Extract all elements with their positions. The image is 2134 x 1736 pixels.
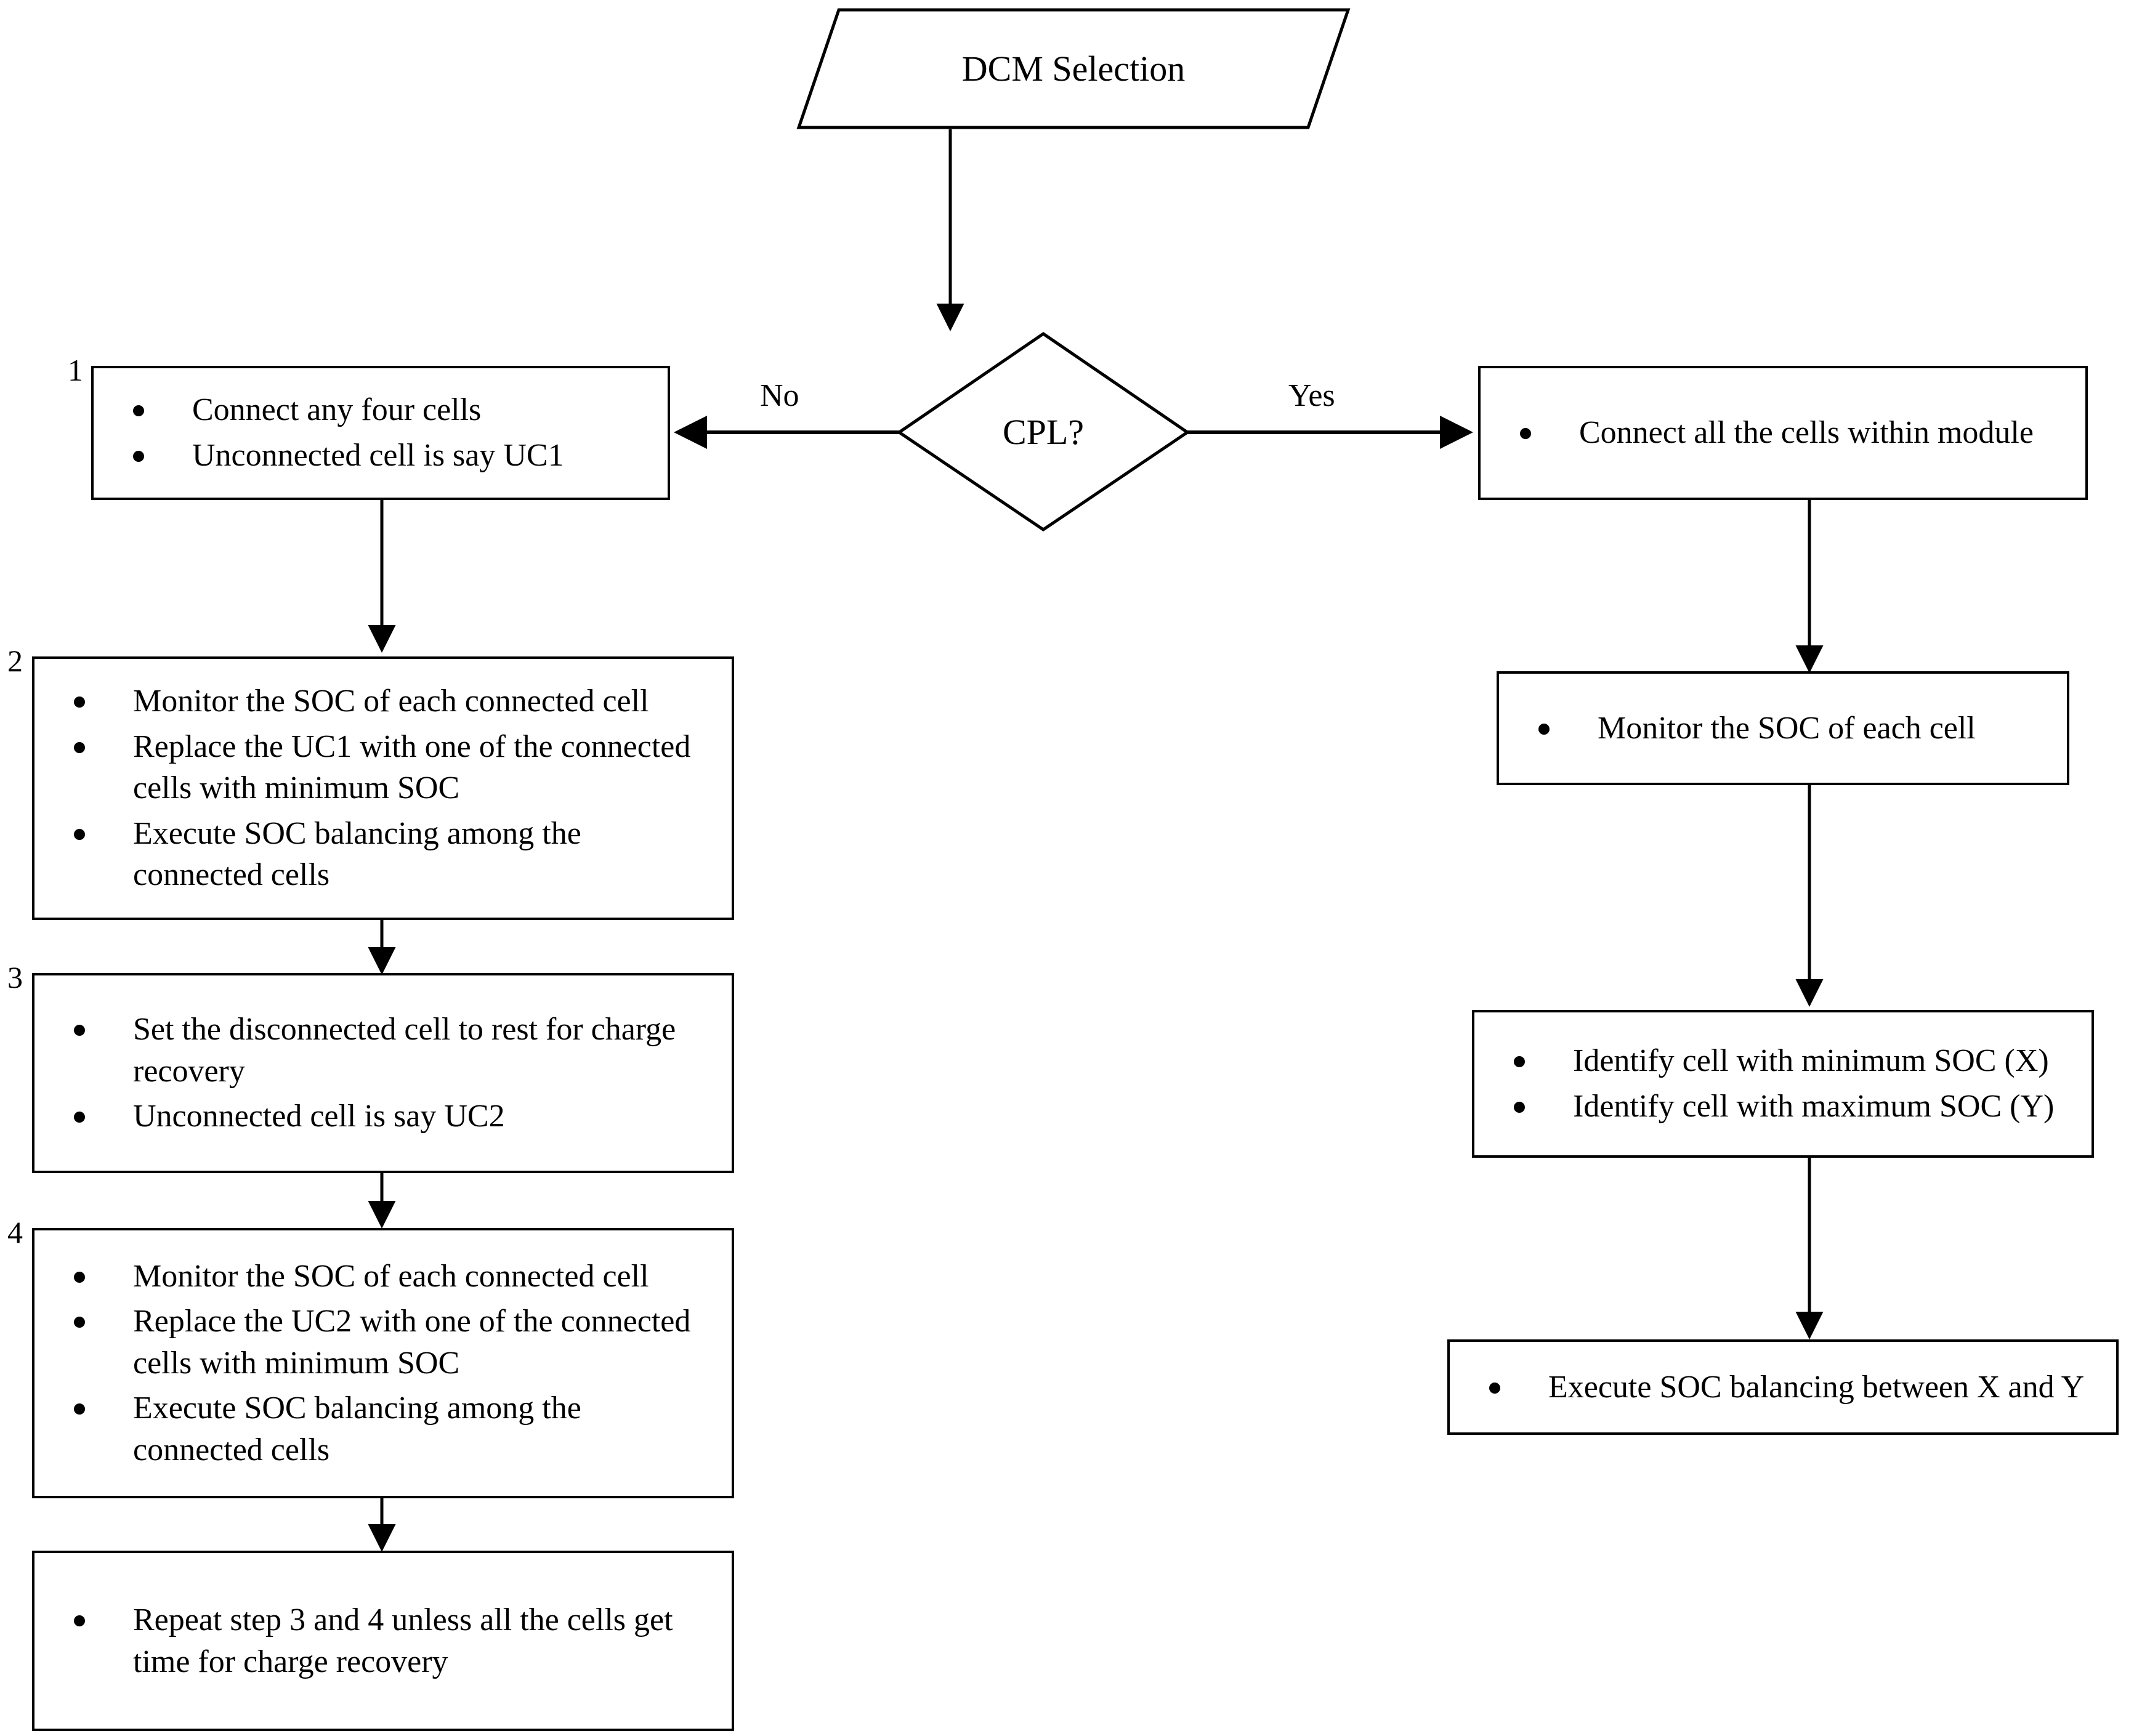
bullet-list: Repeat step 3 and 4 unless all the cells…: [34, 1599, 732, 1682]
list-item: Identify cell with minimum SOC (X): [1509, 1040, 2075, 1082]
bullet-list: Monitor the SOC of each cell: [1499, 708, 2067, 749]
step-tag-4: 4: [7, 1215, 23, 1250]
bullet-list: Set the disconnected cell to rest for ch…: [34, 1009, 732, 1137]
process-node-right-2[interactable]: Monitor the SOC of each cell: [1497, 671, 2069, 785]
list-item: Replace the UC2 with one of the connecte…: [69, 1301, 716, 1384]
list-item: Monitor the SOC of each cell: [1534, 708, 2051, 749]
step-tag-1: 1: [68, 353, 83, 387]
list-item: Set the disconnected cell to rest for ch…: [69, 1009, 716, 1092]
process-node-left-4[interactable]: Monitor the SOC of each connected cell R…: [32, 1228, 734, 1498]
bullet-list: Execute SOC balancing between X and Y: [1450, 1367, 2116, 1408]
list-item: Execute SOC balancing among the connecte…: [69, 1387, 716, 1471]
list-item: Execute SOC balancing among the connecte…: [69, 813, 716, 896]
process-node-left-3[interactable]: Set the disconnected cell to rest for ch…: [32, 973, 734, 1173]
bullet-list: Identify cell with minimum SOC (X) Ident…: [1474, 1040, 2092, 1127]
list-item: Replace the UC1 with one of the connecte…: [69, 726, 716, 809]
bullet-list: Connect any four cells Unconnected cell …: [94, 389, 668, 476]
bullet-list: Monitor the SOC of each connected cell R…: [34, 680, 732, 896]
list-item: Monitor the SOC of each connected cell: [69, 1256, 716, 1298]
list-item: Unconnected cell is say UC1: [128, 435, 652, 477]
process-node-left-5[interactable]: Repeat step 3 and 4 unless all the cells…: [32, 1551, 734, 1731]
start-node-label: DCM Selection: [961, 49, 1186, 89]
step-tag-3: 3: [7, 960, 23, 995]
list-item: Connect all the cells within module: [1515, 412, 2069, 454]
process-node-left-2[interactable]: Monitor the SOC of each connected cell R…: [32, 656, 734, 920]
step-tag-2: 2: [7, 644, 23, 678]
list-item: Connect any four cells: [128, 389, 652, 431]
decision-node-label: CPL?: [1002, 411, 1085, 452]
edge-label-yes: Yes: [1288, 378, 1335, 413]
bullet-list: Connect all the cells within module: [1481, 412, 2085, 454]
list-item: Unconnected cell is say UC2: [69, 1096, 716, 1137]
process-node-right-4[interactable]: Execute SOC balancing between X and Y: [1447, 1339, 2119, 1435]
list-item: Repeat step 3 and 4 unless all the cells…: [69, 1599, 716, 1682]
decision-node[interactable]: CPL?: [899, 334, 1187, 530]
list-item: Monitor the SOC of each connected cell: [69, 680, 716, 722]
list-item: Identify cell with maximum SOC (Y): [1509, 1086, 2075, 1128]
process-node-left-1[interactable]: Connect any four cells Unconnected cell …: [91, 366, 670, 500]
edge-label-no: No: [760, 378, 799, 413]
process-node-right-3[interactable]: Identify cell with minimum SOC (X) Ident…: [1472, 1010, 2094, 1158]
list-item: Execute SOC balancing between X and Y: [1484, 1367, 2100, 1408]
bullet-list: Monitor the SOC of each connected cell R…: [34, 1256, 732, 1471]
process-node-right-1[interactable]: Connect all the cells within module: [1478, 366, 2088, 500]
start-node[interactable]: DCM Selection: [799, 10, 1348, 127]
